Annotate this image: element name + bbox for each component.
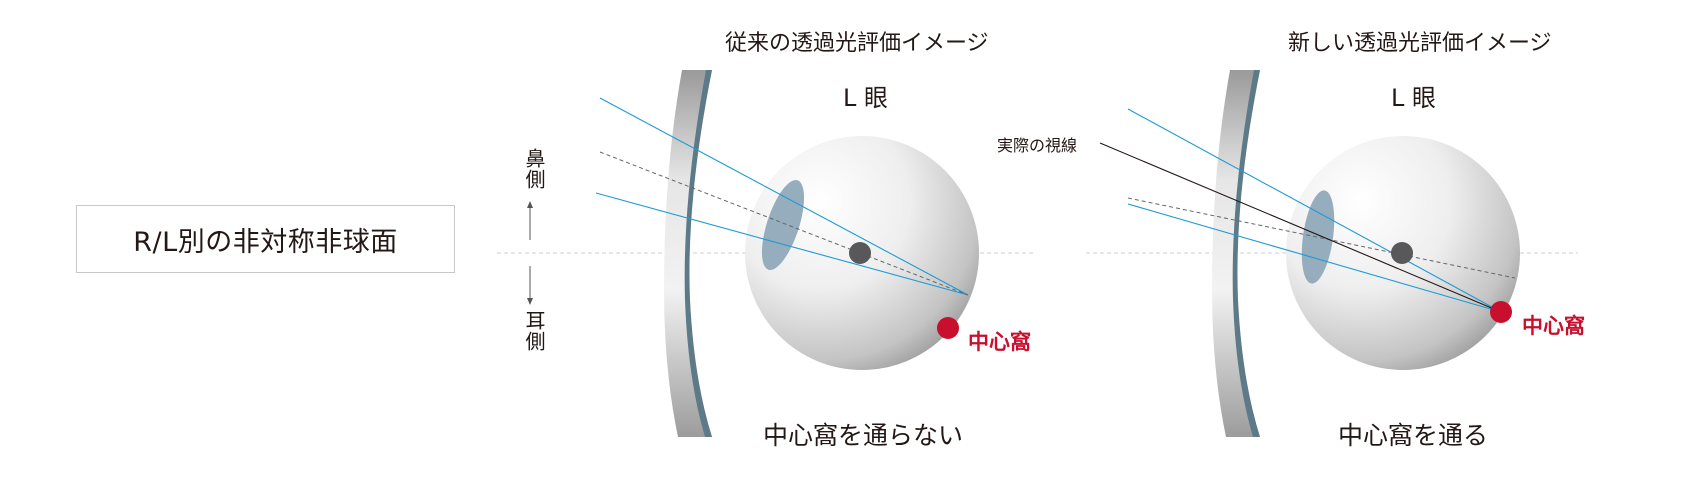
cornea-2 bbox=[1301, 190, 1335, 284]
panel-1-graphic bbox=[595, 70, 979, 437]
panel-1-fovea-label: 中心窩 bbox=[968, 330, 1031, 354]
axis-arrows bbox=[527, 201, 533, 305]
nose-side-label: 鼻側 bbox=[522, 148, 546, 190]
panel-2-result: 中心窩を通る bbox=[1338, 421, 1489, 450]
feature-label-box: R/L別の非対称非球面 bbox=[76, 205, 455, 273]
panel-2-graphic bbox=[1099, 70, 1520, 437]
pupil-2 bbox=[1391, 242, 1413, 264]
panel-2-fovea-label: 中心窩 bbox=[1522, 314, 1585, 338]
line-of-sight-label: 実際の視線 bbox=[997, 136, 1078, 155]
cornea-1 bbox=[761, 180, 805, 270]
feature-label: R/L別の非対称非球面 bbox=[133, 226, 398, 258]
panel-1-title: 従来の透過光評価イメージ bbox=[725, 31, 989, 56]
panel-2-eye-label: L 眼 bbox=[1391, 84, 1436, 112]
panel-2-title: 新しい透過光評価イメージ bbox=[1288, 31, 1552, 56]
panel-1-result: 中心窩を通らない bbox=[763, 421, 964, 450]
fovea-dot-1 bbox=[937, 317, 959, 339]
pupil-1 bbox=[849, 242, 871, 264]
fovea-dot-2 bbox=[1490, 301, 1512, 323]
actual-line-of-sight bbox=[1099, 142, 1502, 313]
ear-side-label: 耳側 bbox=[522, 310, 546, 352]
panel-1-eye-label: L 眼 bbox=[843, 84, 888, 112]
